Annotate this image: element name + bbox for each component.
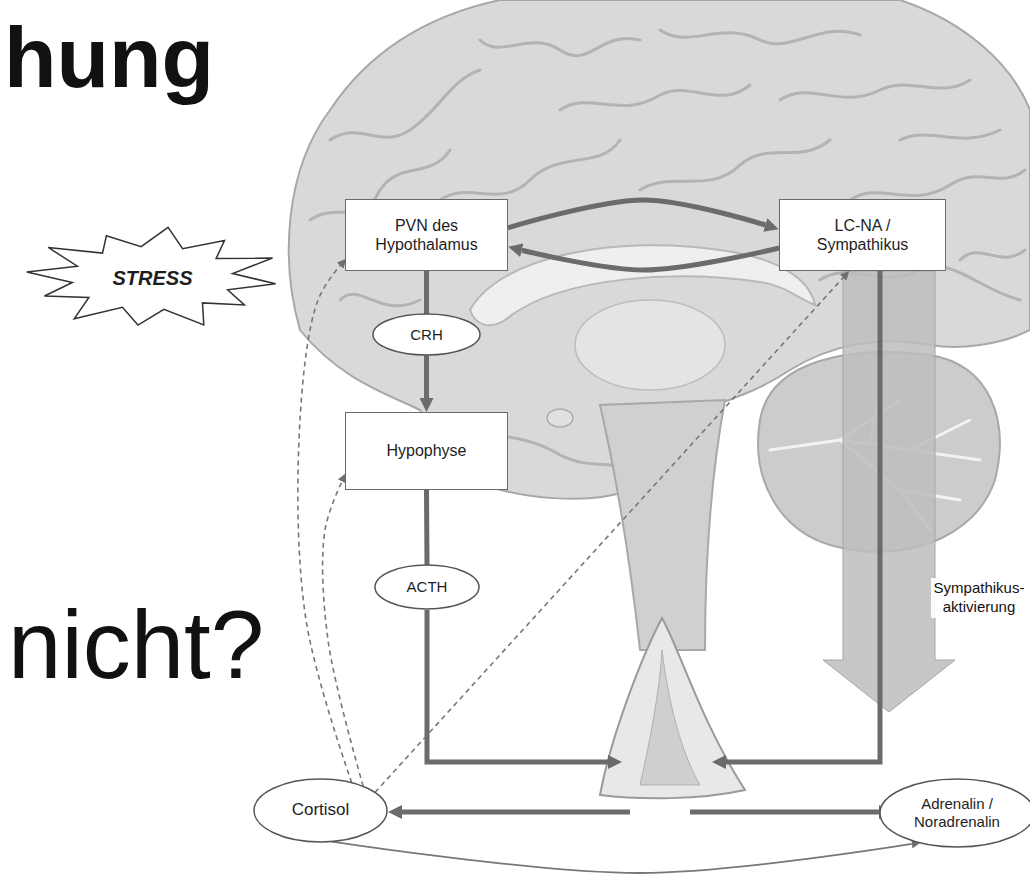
thalamus <box>575 300 725 390</box>
activation-arrow <box>823 271 955 712</box>
process-box: LC-NA / Sympathikus <box>779 199 946 271</box>
ellipse-shape <box>880 779 1030 847</box>
node-text: Cortisol <box>292 800 350 820</box>
connector <box>508 200 765 228</box>
gyrus <box>330 70 480 140</box>
gyrus <box>780 80 970 100</box>
hormone-ellipse: Adrenalin / Noradrenalin <box>879 778 1030 848</box>
burst-shape <box>27 227 276 325</box>
node-text: PVN des Hypothalamus <box>359 216 494 254</box>
corpus-callosum <box>470 245 815 325</box>
slide-title: hung <box>4 14 214 100</box>
gyrus <box>560 85 750 110</box>
slide-text: nicht? <box>8 597 264 693</box>
node-text: LC-NA / Sympathikus <box>795 216 930 254</box>
hormone-ellipse: Cortisol <box>253 778 388 843</box>
gyrus <box>900 130 1000 140</box>
sympathetic-pathway <box>726 271 880 762</box>
gyrus <box>480 38 640 55</box>
connector <box>332 842 912 873</box>
node-text: Hypophyse <box>386 441 466 460</box>
node-text: CRH <box>410 326 443 344</box>
connector <box>298 266 352 783</box>
adrenal-gland <box>600 618 745 798</box>
node-text: STRESS <box>112 266 192 290</box>
connector <box>323 481 364 786</box>
hormone-ellipse: ACTH <box>374 564 480 610</box>
stress-burst: STRESS <box>20 225 285 331</box>
gyrus <box>340 294 420 306</box>
acth-pathway <box>427 610 608 762</box>
process-box: Hypophyse <box>345 412 508 490</box>
gyrus <box>640 140 830 190</box>
adrenal-medulla <box>640 650 700 785</box>
gyrus <box>660 30 860 44</box>
ellipse-shape <box>373 314 480 355</box>
connector <box>424 355 429 398</box>
ellipse-shape <box>375 565 479 609</box>
process-box: PVN des Hypothalamus <box>345 199 508 271</box>
cortisol-release <box>402 810 630 815</box>
catecholamine-release <box>690 810 879 815</box>
connector <box>424 271 429 314</box>
gyrus <box>850 170 1025 200</box>
connector <box>424 490 430 565</box>
connector <box>522 248 779 270</box>
pituitary-stalk <box>547 409 573 427</box>
ellipse-shape <box>254 779 387 842</box>
gyrus <box>960 250 1025 260</box>
gyrus <box>440 140 620 200</box>
pathway-label: Sympathikus- aktivierung <box>931 578 1027 618</box>
node-text: Adrenalin / Noradrenalin <box>907 795 1007 831</box>
hormone-ellipse: CRH <box>372 313 481 356</box>
node-text: ACTH <box>407 578 448 596</box>
connector <box>375 278 843 793</box>
